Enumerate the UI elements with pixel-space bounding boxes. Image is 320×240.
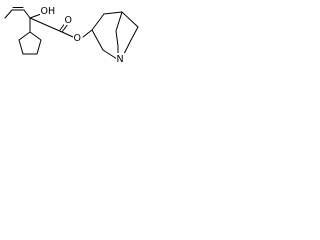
cyclopentyl-ring — [18, 31, 42, 55]
butenyl-chain — [4, 7, 31, 19]
bond-ester-o — [61, 31, 74, 38]
bond-cage-3 — [121, 11, 139, 28]
bond-cage-1 — [91, 13, 105, 31]
bond-carbonyl-1 — [61, 23, 69, 33]
bond-cage-5 — [91, 29, 104, 51]
bond-cage-8 — [115, 30, 119, 47]
quinuclidine-cage — [91, 11, 139, 60]
carbonyl-oxygen-label: O — [65, 15, 72, 26]
bond-cage-4 — [130, 26, 139, 41]
chemical-structure-canvas: OH O O N — [0, 0, 146, 79]
bond-o-quinuclidine — [82, 29, 93, 38]
ester-oxygen-label: O — [74, 33, 81, 44]
hydroxyl-label: OH — [41, 6, 56, 17]
quinuclidinyl-ester-structure: OH O O N — [4, 5, 139, 65]
bond-c-oh — [29, 13, 42, 19]
bond-cage-10 — [123, 39, 132, 55]
bond-cage-6 — [102, 49, 118, 60]
bond-c-carbonyl — [29, 17, 63, 33]
bond-allylic — [23, 9, 31, 19]
bond-cage-7 — [115, 11, 123, 32]
bond-cage-2 — [103, 11, 123, 15]
ring-nitrogen-label: N — [117, 54, 124, 65]
bond-methyl — [4, 9, 13, 19]
atom-labels: OH O O N — [40, 5, 125, 65]
quaternary-center-bonds — [29, 13, 63, 33]
